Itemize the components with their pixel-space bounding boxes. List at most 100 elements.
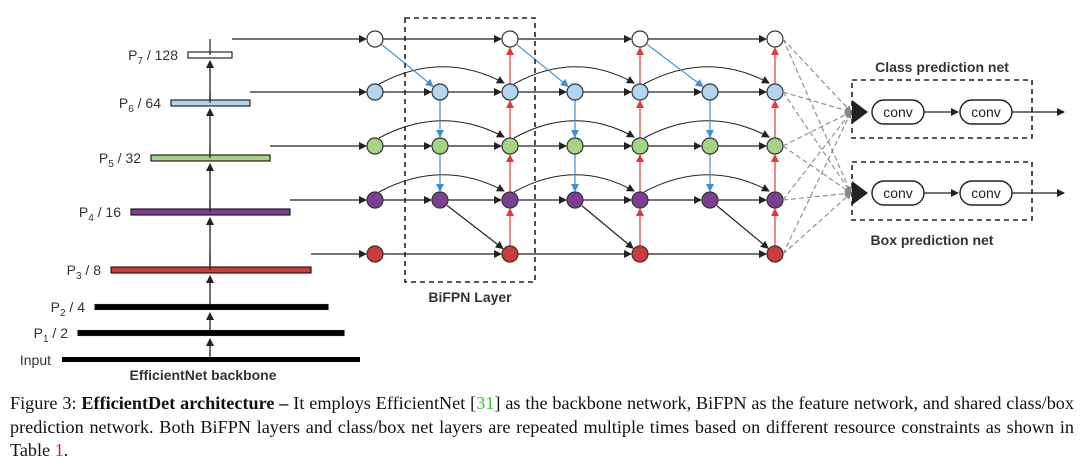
top-down-edge xyxy=(446,205,504,250)
feature-node xyxy=(631,245,649,263)
prediction-connections xyxy=(782,38,852,255)
backbone-level-bar xyxy=(77,329,345,337)
feature-node xyxy=(501,137,519,155)
feature-node xyxy=(501,83,519,101)
top-down-edge xyxy=(516,44,569,87)
prediction-connection xyxy=(782,190,852,201)
caption-text-2: ] as the backbone network, BiFPN as the … xyxy=(10,393,1074,460)
prediction-connection xyxy=(782,38,852,113)
class-conv-1-label: conv xyxy=(883,104,913,120)
level-stride: / 32 xyxy=(114,150,141,166)
feature-node xyxy=(366,245,384,263)
class-net-head xyxy=(852,100,868,124)
prediction-connection xyxy=(782,111,852,201)
caption-prefix: Figure 3: xyxy=(10,393,82,413)
prediction-connection xyxy=(782,91,852,194)
backbone-level-label: P1 / 2 xyxy=(34,325,69,345)
box-net-box xyxy=(851,161,1033,221)
prediction-connection xyxy=(782,145,852,194)
top-down-edge xyxy=(646,43,704,88)
class-conv-2-label: conv xyxy=(971,104,1001,120)
figure-caption: Figure 3: EfficientDet architecture – It… xyxy=(10,392,1074,463)
feature-node xyxy=(366,191,384,209)
feature-node xyxy=(766,30,784,48)
bifpn-skip-edge xyxy=(378,174,505,193)
feature-node xyxy=(366,30,384,48)
bifpn-skip-edge xyxy=(513,120,635,139)
level-subscript: 3 xyxy=(76,271,82,282)
level-subscript: 6 xyxy=(128,104,134,115)
bifpn-skip-edge xyxy=(513,174,635,193)
prediction-networks: Class prediction net Box prediction net … xyxy=(851,59,1065,248)
feature-node xyxy=(766,245,784,263)
feature-node xyxy=(566,137,584,155)
feature-node xyxy=(766,83,784,101)
backbone-level-label: P3 / 8 xyxy=(67,262,102,282)
backbone-level-label: P6 / 64 xyxy=(119,95,161,115)
feature-node xyxy=(431,137,449,155)
box-net-label: Box prediction net xyxy=(871,232,994,248)
feature-node xyxy=(631,30,649,48)
level-stride: / 128 xyxy=(143,47,178,63)
level-stride: / 4 xyxy=(66,299,86,315)
feature-node xyxy=(501,191,519,209)
prediction-connection xyxy=(782,111,852,255)
bifpn-skip-edge xyxy=(643,120,770,139)
prediction-connection xyxy=(782,111,852,147)
efficientnet-backbone: P7 / 128 P6 / 64 P5 / 32 P4 / 16 P3 / 8 P2 / … xyxy=(34,47,360,362)
feature-node xyxy=(766,191,784,209)
class-net-label: Class prediction net xyxy=(875,59,1009,75)
feature-node xyxy=(701,191,719,209)
feature-node xyxy=(366,83,384,101)
input-bar xyxy=(62,357,360,362)
top-down-edge xyxy=(581,205,634,249)
feature-node xyxy=(366,137,384,155)
feature-node xyxy=(431,191,449,209)
bifpn-network xyxy=(209,30,784,270)
feature-node xyxy=(431,83,449,101)
box-conv-2-label: conv xyxy=(971,185,1001,201)
bifpn-skip-edge xyxy=(513,66,635,85)
box-net-head xyxy=(852,181,868,205)
feature-node xyxy=(631,191,649,209)
backbone-label: EfficientNet backbone xyxy=(129,367,276,383)
caption-title: EfficientDet architecture – xyxy=(81,393,289,413)
feature-node xyxy=(631,137,649,155)
caption-text-1: It employs EfficientNet [ xyxy=(288,393,477,413)
top-down-edge xyxy=(716,205,769,249)
prediction-connection xyxy=(782,38,852,194)
level-subscript: 5 xyxy=(108,159,114,170)
feature-node xyxy=(701,137,719,155)
backbone-level-label: P4 / 16 xyxy=(79,204,121,224)
level-subscript: 2 xyxy=(60,308,66,319)
backbone-level-label: P7 / 128 xyxy=(128,47,178,67)
backbone-level-label: P5 / 32 xyxy=(99,150,141,170)
bifpn-skip-edge xyxy=(378,66,505,85)
caption-text-3: . xyxy=(63,440,69,460)
bifpn-skip-edge xyxy=(643,66,770,85)
level-stride: / 64 xyxy=(134,95,161,111)
feature-node xyxy=(631,83,649,101)
level-stride: / 8 xyxy=(82,262,102,278)
input-label: Input xyxy=(20,352,51,368)
box-conv-1-label: conv xyxy=(883,185,913,201)
bifpn-layer-label: BiFPN Layer xyxy=(428,289,512,305)
top-down-edge xyxy=(381,44,434,87)
prediction-connection xyxy=(782,91,852,114)
efficientdet-architecture-diagram: P7 / 128 P6 / 64 P5 / 32 P4 / 16 P3 / 8 P2 / … xyxy=(20,17,1065,383)
class-net-box xyxy=(851,79,1033,139)
feature-node xyxy=(701,83,719,101)
level-subscript: 4 xyxy=(88,213,94,224)
level-stride: / 16 xyxy=(94,204,121,220)
feature-node xyxy=(501,30,519,48)
table-ref-link-1[interactable]: 1 xyxy=(54,440,64,460)
feature-node xyxy=(501,245,519,263)
backbone-level-bar xyxy=(94,303,329,311)
bifpn-skip-edge xyxy=(643,174,770,193)
feature-node xyxy=(766,137,784,155)
backbone-level-label: P2 / 4 xyxy=(51,299,86,319)
feature-node xyxy=(566,191,584,209)
prediction-connection xyxy=(782,192,852,255)
citation-link-31[interactable]: 31 xyxy=(476,393,495,413)
bifpn-skip-edge xyxy=(378,120,505,139)
